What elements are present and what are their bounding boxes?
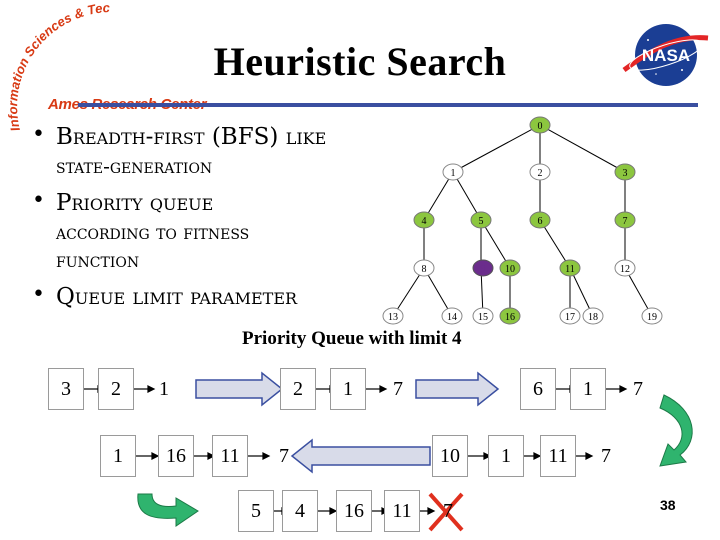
bullet-pq-line2: according to fitness: [56, 220, 250, 244]
node-label: 18: [588, 312, 598, 323]
tree-node: 0: [529, 116, 551, 134]
queue-cell: 11: [384, 490, 420, 532]
bullet-bfs-line2: state-generation: [56, 154, 213, 178]
transition-arrows: [137, 371, 693, 527]
queue-cell: 2: [280, 368, 316, 410]
tree-node: 17: [559, 307, 581, 325]
node-label: 14: [447, 312, 457, 323]
queue-cell: 5: [238, 490, 274, 532]
bullet-pq-line3: function: [56, 248, 140, 272]
tree-node: 8: [413, 259, 435, 277]
node-label: 0: [538, 121, 543, 132]
nasa-logo-text: NASA: [642, 46, 690, 65]
tree-node: 4: [413, 211, 435, 229]
bullet-bfs-line1: Breadth-first (BFS) like: [56, 124, 327, 150]
page-number: 38: [660, 497, 676, 513]
node-label: 19: [647, 312, 657, 323]
tree-node: 7: [614, 211, 636, 229]
node-label: 5: [479, 216, 484, 227]
node-label: 9: [481, 264, 486, 275]
tree-node: 2: [529, 163, 551, 181]
queue-cell: 1: [159, 377, 169, 400]
tree-node: 9: [472, 259, 494, 277]
slide-title: Heuristic Search: [213, 39, 507, 84]
queue-cell: 3: [48, 368, 84, 410]
bullet-dot: •: [32, 188, 45, 213]
node-label: 1: [451, 168, 456, 179]
red-cross-mark: [428, 492, 464, 532]
queue-cell: 10: [432, 435, 468, 477]
node-label: 16: [505, 312, 515, 323]
tree-node: 11: [559, 259, 581, 277]
blue-left-arrow: [290, 438, 431, 474]
tree-node: 10: [499, 259, 521, 277]
node-label: 6: [538, 216, 543, 227]
queue-cell: 1: [100, 435, 136, 477]
node-label: 8: [422, 264, 427, 275]
queue-cell: 2: [98, 368, 134, 410]
node-label: 4: [422, 216, 427, 227]
queue-cell: 1: [570, 368, 606, 410]
nasa-logo: NASA: [622, 24, 709, 86]
queue-cell: 7: [633, 377, 643, 400]
green-curved-arrow: [137, 493, 199, 527]
node-label: 12: [620, 264, 630, 275]
ist-logo-arc: Information Sciences & Technology: [2, 2, 111, 132]
bullet-ql-line1: Queue limit parameter: [56, 284, 298, 310]
queue-cell: 11: [212, 435, 248, 477]
queue-cell: 6: [520, 368, 556, 410]
node-label: 15: [478, 312, 488, 323]
node-label: 13: [388, 312, 398, 323]
tree-node: 13: [382, 307, 404, 325]
queue-cell: 16: [158, 435, 194, 477]
tree-node: 1: [442, 163, 464, 181]
queue-cell: 7: [393, 377, 403, 400]
tree-node: 16: [499, 307, 521, 325]
title-rule: [78, 103, 698, 107]
bullet-dot: •: [32, 122, 45, 147]
green-curved-arrow: [659, 394, 693, 467]
node-label: 2: [538, 168, 543, 179]
tree-node: 15: [472, 307, 494, 325]
tree-node: 14: [441, 307, 463, 325]
queue-cell: 7: [601, 444, 611, 467]
queue-cell: 7: [279, 444, 289, 467]
priority-queue-label: Priority Queue with limit 4: [242, 328, 462, 349]
tree-node: 3: [614, 163, 636, 181]
blue-right-arrow: [195, 371, 284, 407]
tree-node: 18: [582, 307, 604, 325]
node-label: 17: [565, 312, 575, 323]
tree-node: 6: [529, 211, 551, 229]
blue-right-arrow: [415, 371, 500, 407]
tree-node: 12: [614, 259, 636, 277]
node-label: 3: [623, 168, 628, 179]
node-label: 7: [623, 216, 628, 227]
queue-cell: 1: [330, 368, 366, 410]
queue-cell: 16: [336, 490, 372, 532]
bullet-dot: •: [32, 282, 45, 307]
queue-cell: 1: [488, 435, 524, 477]
node-label: 11: [565, 264, 575, 275]
bullet-pq-line1: Priority queue: [56, 190, 214, 216]
queue-cell-eliminated: 7: [443, 499, 453, 522]
node-label: 10: [505, 264, 515, 275]
queue-cell: 11: [540, 435, 576, 477]
queue-cell: 4: [282, 490, 318, 532]
tree-node: 19: [641, 307, 663, 325]
tree-nodes: 0 1 2 3 4 5 6 7 8 9 10 11 12 13 14 15 16…: [382, 116, 663, 325]
tree-node: 5: [470, 211, 492, 229]
